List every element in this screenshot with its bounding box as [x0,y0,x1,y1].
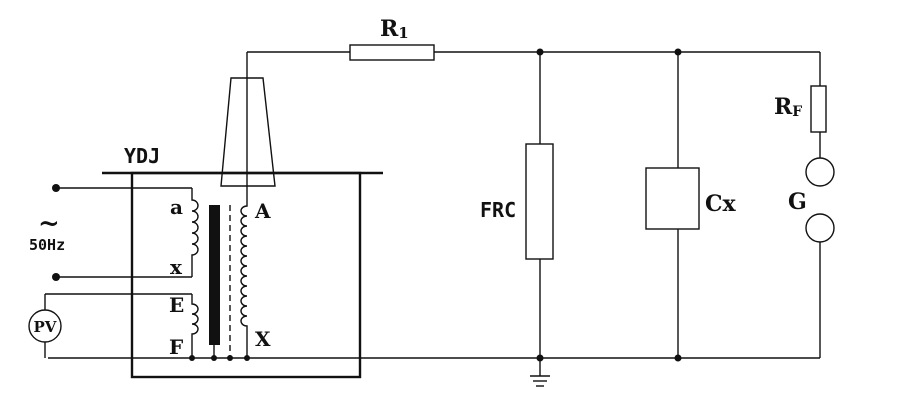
winding-ax-high [240,186,248,358]
label-frequency: 50Hz [29,236,65,254]
capacitor-cx [645,167,700,230]
label-cx-main: C [705,191,723,217]
label-a-low: a [170,195,183,219]
gap-sphere-upper [805,157,835,187]
label-a-high: A [254,199,271,223]
label-rf-sub: F [792,104,802,120]
label-tilde: ~ [38,209,60,239]
junction-core [211,355,217,361]
junction-x-high [244,355,250,361]
iron-core [209,205,220,345]
junction-f [189,355,195,361]
label-rf: RF [774,94,802,120]
label-frc: FRC [480,198,516,222]
label-pv: PV [34,318,57,336]
winding-ax [191,188,199,277]
gap-sphere-lower [805,213,835,243]
resistor-rf [810,85,827,133]
label-ydj: YDJ [124,144,160,168]
label-r1: R1 [380,16,409,42]
winding-ef [191,294,199,358]
label-r1-main: R [380,16,399,42]
label-x-low: x [170,255,183,279]
resistor-r1 [349,44,435,61]
label-r1-sub: 1 [398,24,408,42]
label-cx: Cx [705,191,737,217]
junction-bottom-cx [674,354,682,362]
label-x-high: X [255,327,271,351]
label-rf-main: R [774,94,793,120]
label-cx-sub: x [723,191,737,217]
ground-icon [530,358,550,387]
resistor-frc [525,143,554,260]
label-e: E [169,293,184,317]
junction-shield [227,355,233,361]
bushing [220,77,276,187]
label-f: F [169,335,183,359]
transformer-enclosure [130,171,362,379]
label-g: G [788,189,807,215]
